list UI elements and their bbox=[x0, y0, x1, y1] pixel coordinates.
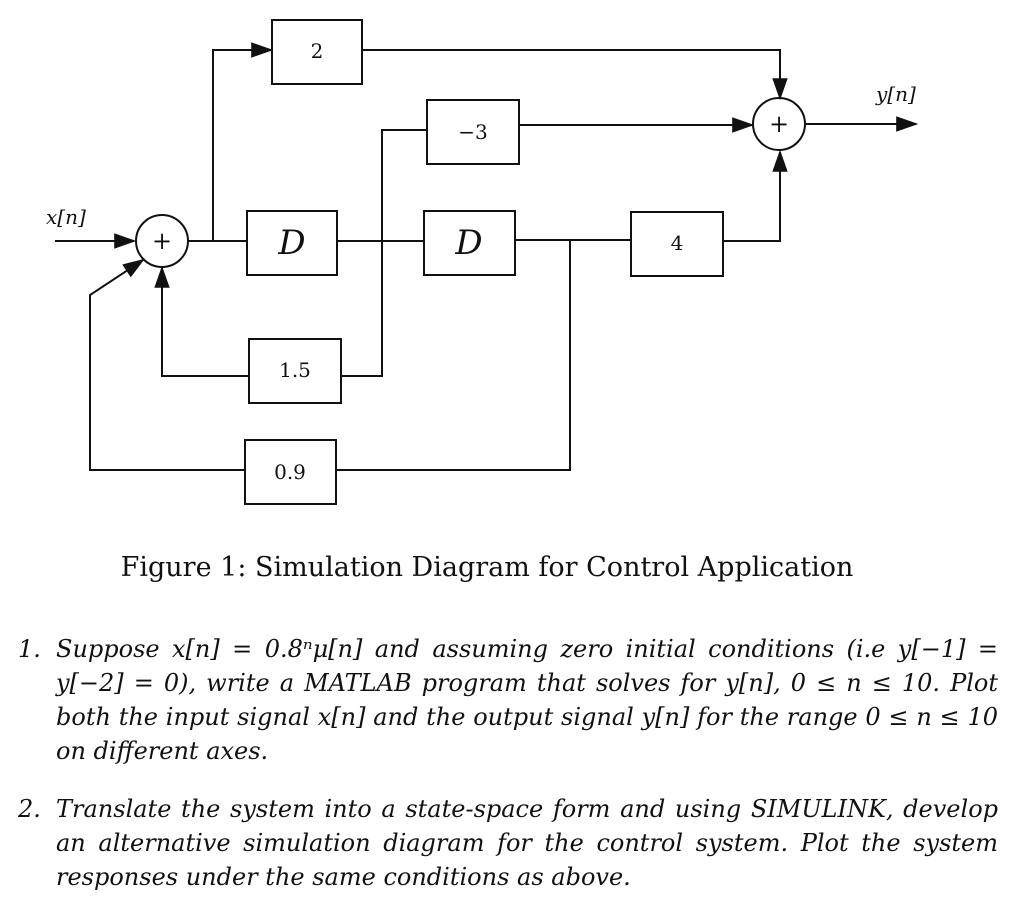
gain-box-minus-3 bbox=[426, 99, 520, 165]
right-sum-symbol: + bbox=[769, 110, 789, 138]
delay-label-1: D bbox=[277, 223, 305, 263]
wire-gain2-to-right-sum bbox=[362, 49, 788, 101]
wire-gain1-5-to-left-sum bbox=[154, 265, 249, 377]
left-sum-symbol: + bbox=[152, 227, 172, 255]
question-number: 1. bbox=[18, 635, 41, 663]
input-label: x[n] bbox=[46, 205, 86, 229]
delay-box-1 bbox=[246, 210, 338, 276]
question-list: 1. Suppose x[n] = 0.8ⁿμ[n] and assuming … bbox=[18, 632, 998, 918]
wire-tap-delay1 bbox=[341, 129, 427, 377]
wire-to-gain-2 bbox=[212, 42, 274, 241]
question-text: Translate the system into a state-space … bbox=[56, 795, 998, 891]
simulation-diagram: x[n] y[n] + + 2 −3 4 1.5 0.9 D D bbox=[46, 19, 919, 505]
delay-label-2: D bbox=[454, 223, 482, 263]
wire-gain0-9-to-left-sum bbox=[89, 258, 245, 471]
question-item: 1. Suppose x[n] = 0.8ⁿμ[n] and assuming … bbox=[18, 632, 998, 768]
delay-box-2 bbox=[423, 210, 516, 276]
gain-label-2: 2 bbox=[311, 39, 324, 63]
question-text: Suppose x[n] = 0.8ⁿμ[n] and assuming zer… bbox=[56, 635, 998, 765]
wire-tap-delay2 bbox=[336, 240, 571, 471]
output-label: y[n] bbox=[875, 82, 916, 106]
gain-box-0-9 bbox=[244, 439, 337, 505]
gain-label-0-9: 0.9 bbox=[274, 460, 306, 484]
wire-gain4-to-right-sum bbox=[723, 149, 788, 242]
question-number: 2. bbox=[18, 795, 41, 823]
gain-label-4: 4 bbox=[671, 231, 684, 255]
question-item: 2. Translate the system into a state-spa… bbox=[18, 792, 998, 894]
gain-box-2 bbox=[271, 19, 363, 85]
gain-box-1-5 bbox=[248, 338, 342, 404]
gain-label-minus-3: −3 bbox=[458, 120, 487, 144]
gain-box-4 bbox=[630, 211, 724, 277]
figure-caption: Figure 1: Simulation Diagram for Control… bbox=[120, 552, 854, 583]
gain-label-1-5: 1.5 bbox=[279, 358, 311, 382]
